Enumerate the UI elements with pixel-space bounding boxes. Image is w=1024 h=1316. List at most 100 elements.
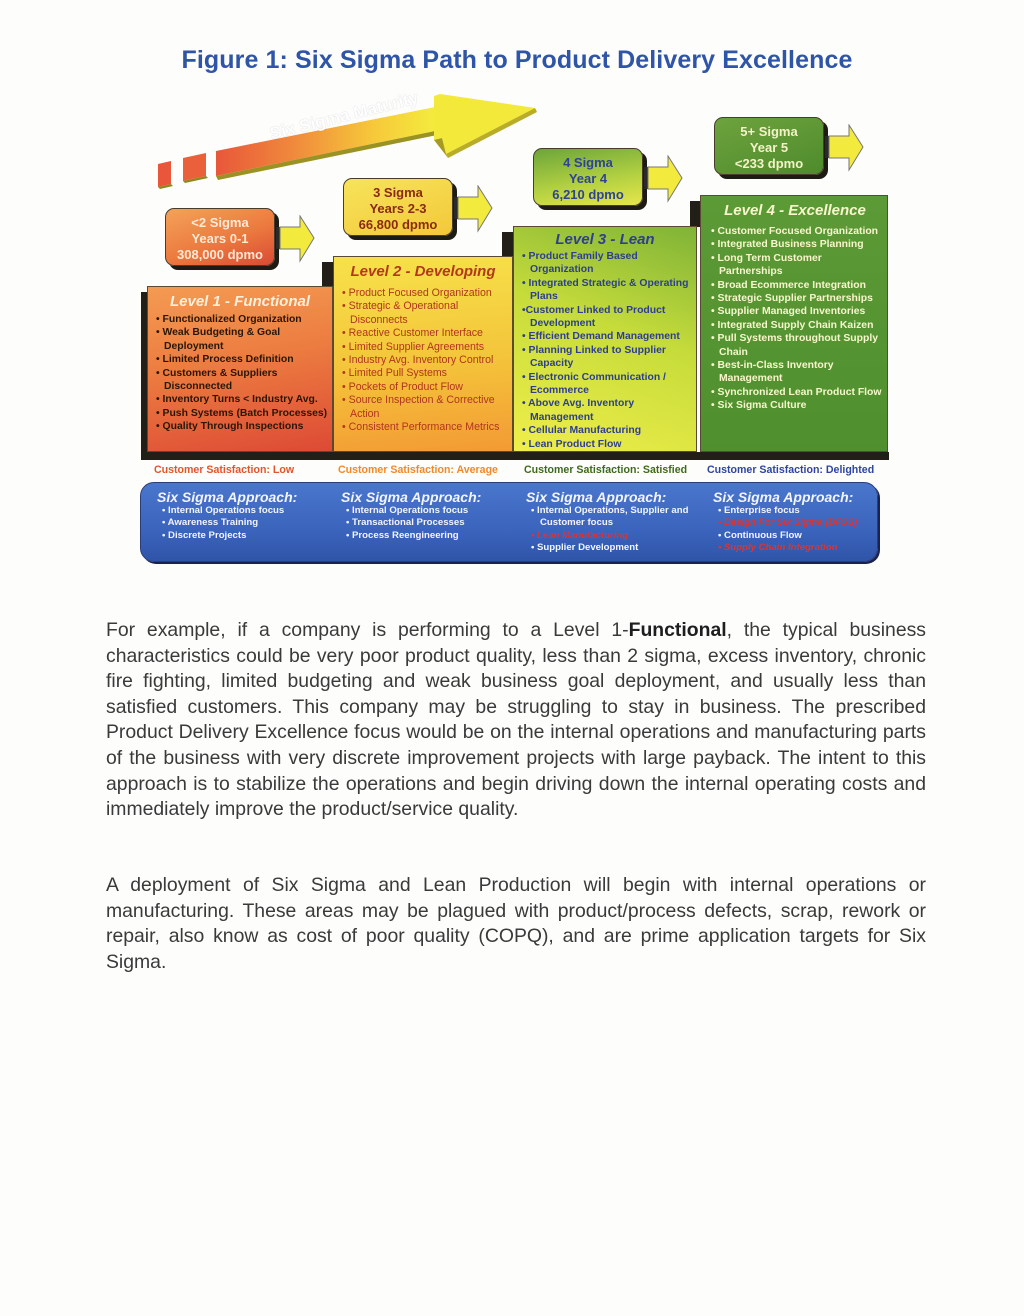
level-1-panel: Level 1 - Functional Functionalized Orga… bbox=[147, 286, 333, 452]
list-item: Limited Pull Systems bbox=[338, 367, 508, 380]
paragraph-text: , the typical business characteristics c… bbox=[106, 619, 926, 821]
list-item: Customers & Suppliers Disconnected bbox=[152, 367, 328, 394]
panel-shadow bbox=[322, 262, 334, 288]
list-item: Synchronized Lean Product Flow bbox=[707, 386, 883, 399]
approach-title: Six Sigma Approach: bbox=[341, 489, 482, 505]
list-item: Consistent Performance Metrics bbox=[338, 421, 508, 434]
paragraph-text: For example, if a company is performing … bbox=[106, 619, 629, 641]
list-item: Source Inspection & Corrective Action bbox=[338, 394, 508, 421]
list-item: Broad Ecommerce Integration bbox=[707, 279, 883, 292]
list-item: Process Reengineering bbox=[341, 530, 521, 542]
list-item: Integrated Business Planning bbox=[707, 238, 883, 251]
list-item: Efficient Demand Management bbox=[518, 330, 692, 343]
step-arrow-icon bbox=[825, 124, 864, 172]
level-2-panel: Level 2 - Developing Product Focused Org… bbox=[333, 256, 513, 452]
level-characteristics-list: Product Family Based Organization Integr… bbox=[518, 250, 692, 451]
list-item: Strategic Supplier Partnerships bbox=[707, 292, 883, 305]
level-3-panel: Level 3 - Lean Product Family Based Orga… bbox=[513, 226, 697, 452]
customer-satisfaction-average: Customer Satisfaction: Average bbox=[338, 464, 498, 476]
figure-title: Figure 1: Six Sigma Path to Product Deli… bbox=[181, 46, 853, 74]
list-item: Continuous Flow bbox=[713, 530, 873, 542]
list-item: Awareness Training bbox=[157, 517, 337, 529]
paragraph-bold-text: Functional bbox=[628, 619, 727, 641]
sigma-years: Year 4 bbox=[568, 171, 608, 186]
list-item: Discrete Projects bbox=[157, 530, 337, 542]
approach-title: Six Sigma Approach: bbox=[157, 489, 298, 505]
sigma-years: Years 0-1 bbox=[191, 231, 249, 246]
panel-shadow bbox=[502, 232, 514, 258]
approach-list: Internal Operations focus Transactional … bbox=[341, 505, 521, 542]
list-item: Customer Linked to Product Development bbox=[518, 304, 692, 331]
level-title: Level 3 - Lean bbox=[555, 231, 655, 248]
sigma-level-box-2: 3 Sigma Years 2-3 66,800 dpmo bbox=[343, 178, 453, 236]
panel-shadow bbox=[690, 201, 702, 227]
list-item: Above Avg. Inventory Management bbox=[518, 397, 692, 424]
list-item: Functionalized Organization bbox=[152, 313, 328, 326]
list-item-highlighted: Lean Manufacturing bbox=[526, 530, 706, 542]
panel-shadow bbox=[141, 292, 149, 458]
sigma-value: 5+ Sigma bbox=[740, 124, 798, 139]
sigma-dpmo: 66,800 dpmo bbox=[358, 217, 438, 232]
list-item: Pull Systems throughout Supply Chain bbox=[707, 332, 883, 359]
list-item: Inventory Turns < Industry Avg. bbox=[152, 393, 328, 406]
level-title: Level 2 - Developing bbox=[350, 263, 496, 280]
level-title: Level 1 - Functional bbox=[169, 293, 311, 310]
list-item: Limited Process Definition bbox=[152, 353, 328, 366]
list-item: Push Systems (Batch Processes) bbox=[152, 407, 328, 420]
customer-satisfaction-low: Customer Satisfaction: Low bbox=[154, 464, 295, 476]
list-item: Customer Focused Organization bbox=[707, 225, 883, 238]
list-item: Industry Avg. Inventory Control bbox=[338, 354, 508, 367]
list-item: Lean Product Flow bbox=[518, 438, 692, 451]
list-item: Six Sigma Culture bbox=[707, 399, 883, 412]
body-paragraph-2: A deployment of Six Sigma and Lean Produ… bbox=[106, 874, 926, 973]
list-item: Integrated Strategic & Operating Plans bbox=[518, 277, 692, 304]
list-item: Pockets of Product Flow bbox=[338, 381, 508, 394]
list-item: Limited Supplier Agreements bbox=[338, 341, 508, 354]
list-item: Planning Linked to Supplier Capacity bbox=[518, 344, 692, 371]
list-item: Internal Operations focus bbox=[341, 505, 521, 517]
level-characteristics-list: Functionalized Organization Weak Budgeti… bbox=[152, 313, 328, 434]
list-item: Transactional Processes bbox=[341, 517, 521, 529]
sigma-dpmo: 308,000 dpmo bbox=[177, 247, 263, 262]
list-item: Enterprise focus bbox=[713, 505, 873, 517]
six-sigma-approach-band: Six Sigma Approach: Internal Operations … bbox=[140, 482, 878, 562]
list-item: Long Term Customer Partnerships bbox=[707, 252, 883, 279]
sigma-years: Year 5 bbox=[749, 140, 789, 155]
list-item: Product Focused Organization bbox=[338, 287, 508, 300]
sigma-level-box-3: 4 Sigma Year 4 6,210 dpmo bbox=[533, 148, 643, 206]
body-paragraph-1: For example, if a company is performing … bbox=[106, 618, 926, 823]
step-arrow-icon bbox=[644, 155, 683, 203]
sigma-value: 3 Sigma bbox=[373, 185, 423, 200]
approach-column-1: Six Sigma Approach: Internal Operations … bbox=[157, 489, 337, 542]
sigma-value: <2 Sigma bbox=[191, 215, 249, 230]
approach-column-2: Six Sigma Approach: Internal Operations … bbox=[341, 489, 521, 542]
approach-column-3: Six Sigma Approach: Internal Operations,… bbox=[526, 489, 706, 555]
list-item: Strategic & Operational Disconnects bbox=[338, 300, 508, 327]
approach-title: Six Sigma Approach: bbox=[526, 489, 667, 505]
sigma-value: 4 Sigma bbox=[563, 155, 613, 170]
level-characteristics-list: Product Focused Organization Strategic &… bbox=[338, 287, 508, 434]
sigma-years: Years 2-3 bbox=[369, 201, 427, 216]
approach-list: Internal Operations, Supplier and Custom… bbox=[526, 505, 706, 555]
sigma-dpmo: 6,210 dpmo bbox=[552, 187, 624, 202]
list-item: Supplier Managed Inventories bbox=[707, 305, 883, 318]
list-item: Supplier Development bbox=[526, 542, 706, 554]
customer-satisfaction-delighted: Customer Satisfaction: Delighted bbox=[707, 464, 875, 476]
panel-shadow bbox=[141, 452, 889, 460]
sigma-level-box-1: <2 Sigma Years 0-1 308,000 dpmo bbox=[165, 208, 275, 266]
list-item: Cellular Manufacturing bbox=[518, 424, 692, 437]
approach-list: Internal Operations focus Awareness Trai… bbox=[157, 505, 337, 542]
sigma-level-box-4: 5+ Sigma Year 5 <233 dpmo bbox=[714, 117, 824, 175]
customer-satisfaction-satisfied: Customer Satisfaction: Satisfied bbox=[524, 464, 688, 476]
list-item: Quality Through Inspections bbox=[152, 420, 328, 433]
level-characteristics-list: Customer Focused Organization Integrated… bbox=[707, 225, 883, 413]
list-item: Reactive Customer Interface bbox=[338, 327, 508, 340]
list-item: Internal Operations, Supplier and Custom… bbox=[526, 505, 706, 530]
step-arrow-icon bbox=[276, 215, 315, 263]
list-item: Best-in-Class Inventory Management bbox=[707, 359, 883, 386]
list-item-highlighted: Supply Chain Integration bbox=[713, 542, 873, 554]
approach-column-4: Six Sigma Approach: Enterprise focus Des… bbox=[713, 489, 873, 555]
list-item-highlighted: Design For Six Sigma (DFSS) bbox=[713, 517, 873, 529]
sigma-dpmo: <233 dpmo bbox=[734, 156, 804, 171]
step-arrow-icon bbox=[454, 185, 493, 233]
